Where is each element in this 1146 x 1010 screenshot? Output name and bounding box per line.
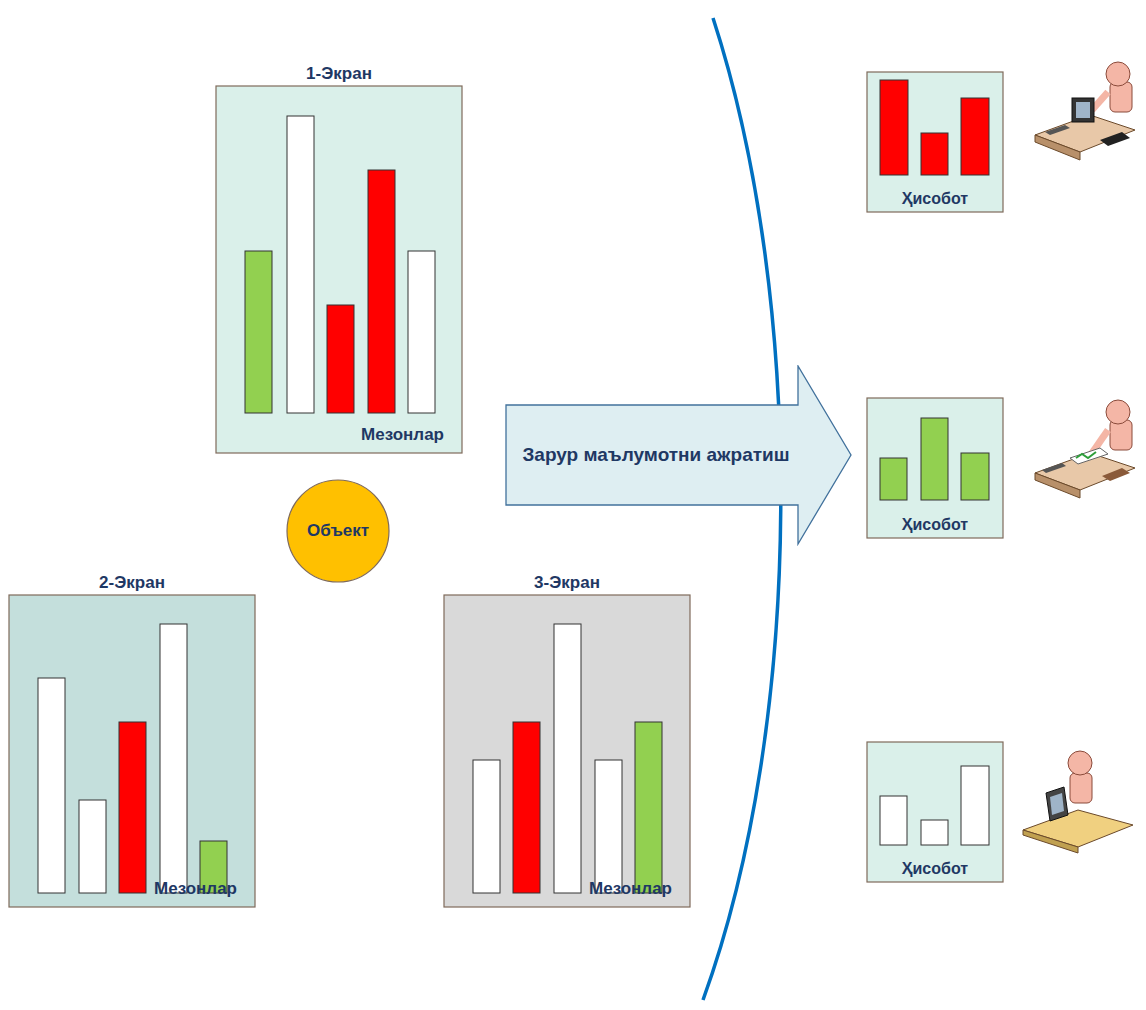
screen-panel xyxy=(9,595,255,907)
object-label: Объект xyxy=(307,521,369,541)
bar-chart xyxy=(880,80,989,175)
object-circle xyxy=(287,480,389,582)
screen-title: 1-Экран xyxy=(306,64,372,84)
person-at-computer xyxy=(1023,751,1133,853)
report-label: Ҳисобот xyxy=(902,516,968,534)
screen-label: Мезонлар xyxy=(154,879,237,899)
report-panel xyxy=(867,398,1003,538)
screen-panel xyxy=(444,595,690,907)
bar-chart xyxy=(38,624,227,893)
report-label: Ҳисобот xyxy=(902,860,968,878)
report-panel: Ҳисобот xyxy=(867,742,1003,882)
bar-chart xyxy=(245,116,435,413)
arrow-label: Зарур маълумотни ажратиш xyxy=(521,444,791,466)
bar-chart xyxy=(880,418,989,500)
person-at-computer xyxy=(1035,62,1135,160)
block-arrow: Зарур маълумотни ажратиш xyxy=(505,365,853,546)
screen-panel: 3-ЭкранМезонлар xyxy=(444,595,690,907)
report-label: Ҳисобот xyxy=(902,190,968,208)
report-panel: Ҳисобот xyxy=(867,398,1003,538)
screen-panel: 2-ЭкранМезонлар xyxy=(9,595,255,907)
report-panel xyxy=(867,72,1003,212)
report-panel: Ҳисобот xyxy=(867,72,1003,212)
report-panel xyxy=(867,742,1003,882)
screen-label: Мезонлар xyxy=(361,425,444,445)
person-at-desk xyxy=(1035,400,1135,498)
screen-panel xyxy=(216,86,462,453)
bar-chart xyxy=(880,766,989,845)
screen-title: 2-Экран xyxy=(99,573,165,593)
object-circle: Объект xyxy=(287,480,389,582)
divider-curve xyxy=(703,18,781,1000)
screen-title: 3-Экран xyxy=(534,573,600,593)
screen-panel: 1-ЭкранМезонлар xyxy=(216,86,462,453)
screen-label: Мезонлар xyxy=(589,879,672,899)
bar-chart xyxy=(473,624,662,893)
